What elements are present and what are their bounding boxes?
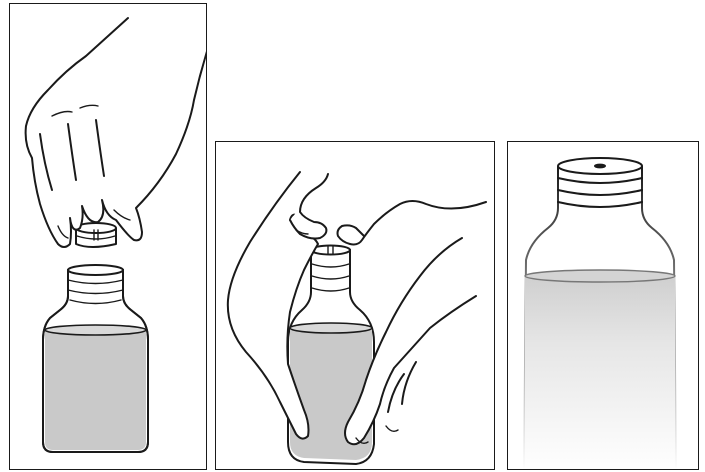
- liquid-surface: [525, 270, 675, 282]
- step-2-illustration: [216, 142, 495, 470]
- adapter-hole: [594, 164, 606, 169]
- step-3-panel: [507, 141, 699, 470]
- liquid-surface: [45, 325, 146, 335]
- bottle: [524, 158, 676, 470]
- liquid-surface: [290, 323, 372, 333]
- step-2-panel: [215, 141, 495, 470]
- adapter: [76, 223, 116, 247]
- step-1-panel: [9, 3, 207, 470]
- liquid: [525, 276, 675, 470]
- bottle: [43, 265, 148, 452]
- bottle-mouth: [68, 265, 123, 275]
- liquid: [45, 330, 146, 450]
- step-1-illustration: [10, 4, 207, 470]
- hand: [26, 18, 207, 247]
- step-3-illustration: [508, 142, 699, 470]
